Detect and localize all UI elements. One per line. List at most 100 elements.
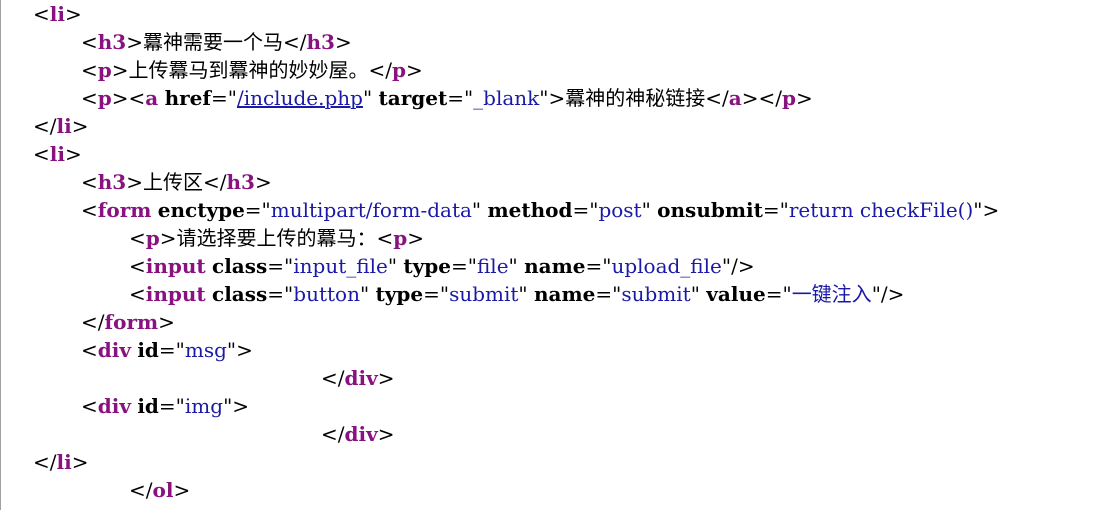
source-line: <h3>羃神需要一个马</h3> xyxy=(33,28,1107,56)
punctuation: </ xyxy=(203,170,227,194)
punctuation: =" xyxy=(585,254,612,278)
punctuation: </ xyxy=(129,478,153,502)
punctuation: > xyxy=(406,58,423,82)
punctuation: "/> xyxy=(721,254,755,278)
tag-name: h3 xyxy=(226,170,255,194)
punctuation: > xyxy=(71,114,89,138)
attribute-value: input_file xyxy=(293,254,388,278)
source-line: <p><a href="/include.php" target="_blank… xyxy=(33,84,1107,112)
punctuation: =" xyxy=(447,86,474,110)
source-line: </li> xyxy=(33,448,1107,476)
tag-name: form xyxy=(104,310,159,334)
punctuation: < xyxy=(81,198,98,222)
punctuation: > xyxy=(173,478,191,502)
attribute-value: multipart/form-data xyxy=(270,198,472,222)
punctuation: < xyxy=(33,2,50,26)
punctuation: </ xyxy=(81,310,105,334)
tag-name: li xyxy=(56,450,72,474)
punctuation: < xyxy=(81,170,98,194)
text-content: 请选择要上传的羃马： xyxy=(176,226,377,250)
punctuation: </ xyxy=(33,450,57,474)
tag-name: ol xyxy=(152,478,174,502)
source-line: <div id="msg"> xyxy=(33,336,1107,364)
tag-name: form xyxy=(97,198,152,222)
punctuation: > xyxy=(377,422,395,446)
punctuation: </ xyxy=(283,30,307,54)
source-line: <p>上传羃马到羃神的妙妙屋。</p> xyxy=(33,56,1107,84)
attribute-value: post xyxy=(598,198,642,222)
tag-name: h3 xyxy=(97,170,127,194)
punctuation: > xyxy=(254,170,272,194)
punctuation: </ xyxy=(33,114,57,138)
tag-name: h3 xyxy=(306,30,335,54)
attribute-name: id xyxy=(137,394,159,418)
attribute-name: href xyxy=(164,86,211,110)
punctuation: < xyxy=(129,226,146,250)
source-line: <li> xyxy=(33,0,1107,28)
punctuation: </ xyxy=(705,86,729,110)
attribute-name: name xyxy=(524,254,586,278)
attribute-name: method xyxy=(487,198,573,222)
tag-name: div xyxy=(97,394,131,418)
tag-name: h3 xyxy=(97,30,127,54)
punctuation: >< xyxy=(111,86,146,110)
punctuation: < xyxy=(81,338,98,362)
punctuation: </ xyxy=(321,366,345,390)
tag-name: p xyxy=(392,58,406,82)
tag-name: input xyxy=(145,282,206,306)
punctuation: =" xyxy=(158,338,185,362)
punctuation: </ xyxy=(321,422,345,446)
punctuation: =" xyxy=(267,254,294,278)
text-content: 上传羃马到羃神的妙妙屋。 xyxy=(128,58,369,82)
punctuation: > xyxy=(158,310,175,334)
source-line: </li> xyxy=(33,112,1107,140)
attribute-value: img xyxy=(184,394,224,418)
punctuation: "> xyxy=(539,86,566,110)
punctuation: " xyxy=(362,86,379,110)
punctuation: " xyxy=(359,282,376,306)
text-content: 羃神需要一个马 xyxy=(143,30,283,54)
tag-name: a xyxy=(728,86,742,110)
attribute-value: file xyxy=(476,254,509,278)
punctuation: "> xyxy=(223,394,250,418)
punctuation: " xyxy=(387,254,404,278)
source-line: </div> xyxy=(33,364,1107,392)
attribute-name: type xyxy=(375,282,424,306)
punctuation: =" xyxy=(450,254,477,278)
source-line: <form enctype="multipart/form-data" meth… xyxy=(33,196,1107,224)
attribute-value: 一键注入 xyxy=(791,282,872,306)
punctuation: > xyxy=(334,30,352,54)
tag-name: li xyxy=(56,114,72,138)
punctuation: < xyxy=(129,282,146,306)
text-content: 羃神的神秘链接 xyxy=(565,86,706,110)
tag-name: div xyxy=(344,366,378,390)
attribute-name: target xyxy=(378,86,448,110)
punctuation: > xyxy=(126,170,143,194)
tag-name: input xyxy=(145,254,206,278)
source-line: <h3>上传区</h3> xyxy=(33,168,1107,196)
tag-name: a xyxy=(145,86,159,110)
attribute-value: button xyxy=(293,282,360,306)
punctuation: > xyxy=(126,30,143,54)
punctuation: < xyxy=(376,226,394,250)
text-content: 上传区 xyxy=(143,170,203,194)
href-link[interactable]: /include.php xyxy=(236,86,363,110)
punctuation: > xyxy=(71,450,89,474)
punctuation: < xyxy=(81,58,98,82)
punctuation: =" xyxy=(595,282,622,306)
attribute-name: id xyxy=(137,338,159,362)
tag-name: p xyxy=(145,226,160,250)
source-line: <p>请选择要上传的羃马：<p> xyxy=(33,224,1107,252)
punctuation: > xyxy=(64,142,82,166)
attribute-name: enctype xyxy=(157,198,245,222)
tag-name: p xyxy=(97,58,112,82)
attribute-name: class xyxy=(212,282,268,306)
tag-name: div xyxy=(97,338,131,362)
source-line: </div> xyxy=(33,420,1107,448)
punctuation: "> xyxy=(226,338,253,362)
punctuation: " xyxy=(518,282,534,306)
source-line: <li> xyxy=(33,140,1107,168)
punctuation: ></ xyxy=(741,86,782,110)
source-line: <input class="input_file" type="file" na… xyxy=(33,252,1107,280)
punctuation: > xyxy=(64,2,82,26)
